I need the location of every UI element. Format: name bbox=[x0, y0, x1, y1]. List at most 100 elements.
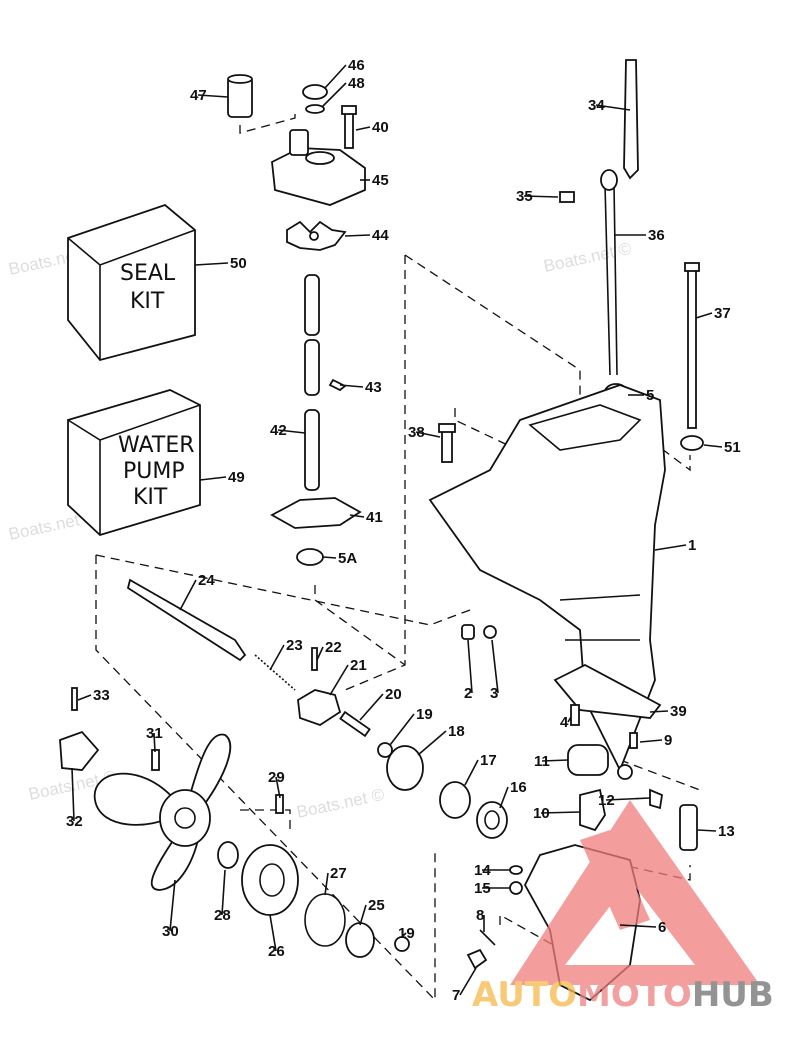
part-callout: 4 bbox=[560, 714, 569, 731]
part-callout: 19 bbox=[416, 706, 433, 723]
part-callout: 16 bbox=[510, 779, 527, 796]
leader-line bbox=[697, 829, 717, 832]
parts bbox=[59, 59, 704, 1002]
leader-line bbox=[194, 262, 229, 266]
part-callout: 25 bbox=[368, 897, 385, 914]
seal-kit-box: SEAL KIT bbox=[120, 261, 176, 314]
leader-line bbox=[459, 967, 477, 996]
leader-line bbox=[649, 710, 669, 713]
part-callout: 46 bbox=[348, 57, 365, 74]
part-callout: 12 bbox=[598, 792, 615, 809]
leader-line bbox=[199, 476, 227, 481]
part-callout: 5A bbox=[338, 550, 357, 567]
watermark: Boats.net © bbox=[542, 239, 634, 276]
part-callout: 44 bbox=[372, 227, 389, 244]
leader-line bbox=[277, 429, 306, 434]
part-callout: 26 bbox=[268, 943, 285, 960]
assembly-lines bbox=[95, 110, 701, 1002]
part-callout: 33 bbox=[93, 687, 110, 704]
leader-line bbox=[401, 932, 407, 938]
part-callout: 48 bbox=[348, 75, 365, 92]
leader-line bbox=[179, 579, 197, 611]
logo-moto: MOTO bbox=[577, 975, 692, 1015]
leader-line bbox=[464, 759, 479, 786]
leader-line bbox=[329, 664, 349, 696]
logo-text: AUTOMOTOHUB bbox=[472, 975, 774, 1015]
part-callout: 35 bbox=[516, 188, 533, 205]
part-callout: 50 bbox=[230, 255, 247, 272]
part-callout: 19 bbox=[398, 925, 415, 942]
leader-line bbox=[153, 732, 156, 753]
part-callout: 47 bbox=[190, 87, 207, 104]
part-callout: 11 bbox=[534, 753, 550, 770]
leader-line bbox=[654, 544, 687, 551]
leader-line bbox=[541, 759, 569, 762]
part-callout: 38 bbox=[408, 424, 425, 441]
logo-triangle-inner bbox=[580, 830, 650, 930]
part-callout: 32 bbox=[66, 813, 83, 830]
leader-line bbox=[359, 693, 384, 721]
part-callout: 43 bbox=[365, 379, 382, 396]
leader-line bbox=[269, 644, 285, 671]
part-callout: 14 bbox=[474, 862, 491, 879]
leader-line bbox=[77, 694, 92, 701]
part-callout: 34 bbox=[588, 97, 605, 114]
part-callout: 27 bbox=[330, 865, 347, 882]
leader-line bbox=[595, 104, 631, 111]
leader-line bbox=[467, 639, 473, 694]
leader-line bbox=[499, 786, 509, 809]
leader-line bbox=[169, 879, 176, 932]
part-callout: 9 bbox=[664, 732, 672, 749]
leader-line bbox=[491, 639, 499, 694]
water-pump-kit-box: WATER PUMP KIT bbox=[118, 433, 195, 510]
part-callout: 21 bbox=[350, 657, 367, 674]
part-callout: 3 bbox=[490, 685, 498, 702]
part-callout: 20 bbox=[385, 686, 402, 703]
part-callout: 8 bbox=[476, 907, 484, 924]
leader-line bbox=[322, 556, 337, 559]
leader-line bbox=[355, 126, 371, 131]
leader-line bbox=[349, 514, 365, 518]
part-callout: 45 bbox=[372, 172, 389, 189]
leader-line bbox=[197, 94, 229, 98]
part-callout: 13 bbox=[718, 823, 735, 840]
callouts: 464847404544504342415A493435363755138124… bbox=[66, 57, 741, 1004]
leader-line bbox=[71, 767, 75, 822]
logo-hub: HUB bbox=[692, 975, 774, 1015]
logo-auto: AUTO bbox=[472, 975, 577, 1015]
leader-line bbox=[417, 730, 447, 756]
part-callout: 17 bbox=[480, 752, 497, 769]
leader-line bbox=[316, 646, 324, 661]
part-callout: 39 bbox=[670, 703, 687, 720]
leader-line bbox=[321, 82, 347, 108]
leader-line bbox=[389, 713, 415, 746]
leader-line bbox=[619, 924, 657, 928]
water-pump-kit-line-3: KIT bbox=[133, 485, 168, 510]
part-callout: 1 bbox=[688, 537, 696, 554]
leader-line bbox=[639, 739, 663, 743]
part-callout: 7 bbox=[452, 987, 460, 1004]
part-callout: 49 bbox=[228, 469, 245, 486]
leader-line bbox=[221, 869, 226, 916]
part-callout: 2 bbox=[464, 685, 472, 702]
leader-line bbox=[339, 384, 364, 388]
part-callout: 30 bbox=[162, 923, 179, 940]
seal-kit-line-1: SEAL bbox=[120, 261, 176, 286]
part-callout: 36 bbox=[648, 227, 665, 244]
part-callout: 37 bbox=[714, 305, 731, 322]
part-callout: 15 bbox=[474, 880, 491, 897]
leader-line bbox=[695, 312, 713, 319]
part-callout: 29 bbox=[268, 769, 285, 786]
leader-line bbox=[415, 431, 441, 438]
logo-triangle-icon bbox=[510, 800, 760, 985]
leader-line bbox=[324, 872, 329, 896]
part-callout: 42 bbox=[270, 422, 287, 439]
watermark: Boats.net © bbox=[295, 785, 387, 822]
water-pump-kit-line-2: PUMP bbox=[123, 459, 185, 484]
part-callout: 51 bbox=[724, 439, 741, 456]
part-callout: 6 bbox=[658, 919, 666, 936]
part-callout: 10 bbox=[533, 805, 550, 822]
part-callout: 23 bbox=[286, 637, 303, 654]
leader-line bbox=[359, 904, 367, 926]
leader-line bbox=[269, 914, 277, 952]
